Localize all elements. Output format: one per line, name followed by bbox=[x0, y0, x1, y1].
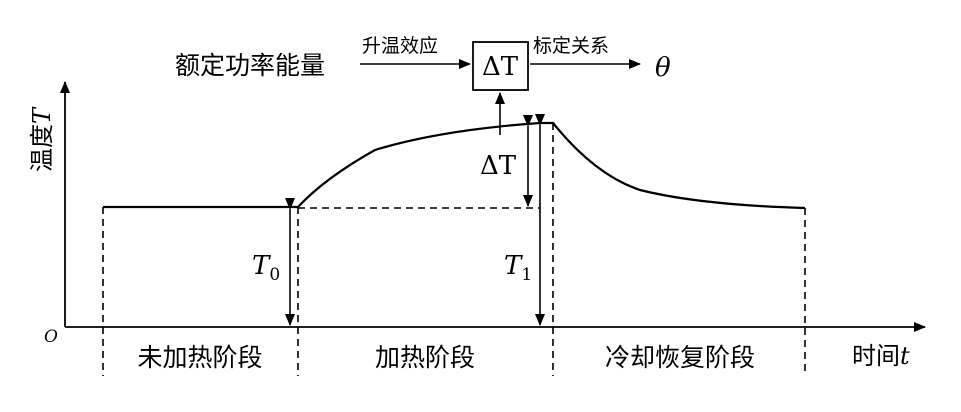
flow-result: θ bbox=[655, 53, 671, 83]
flow-source: 额定功率能量 bbox=[175, 51, 325, 80]
y-axis-label-var: T bbox=[28, 106, 56, 124]
delta-t-label-text: ΔT bbox=[480, 151, 517, 181]
x-axis-label-var: t bbox=[900, 342, 910, 370]
svg-text:温度T: 温度T bbox=[28, 106, 56, 172]
t1-label-sub: 1 bbox=[521, 265, 532, 285]
y-axis-label-text: 温度 bbox=[28, 124, 56, 172]
phase-label-cooling: 冷却恢复阶段 bbox=[605, 343, 755, 372]
t0-label: T0 bbox=[252, 251, 280, 285]
delta-t-box-label: ΔT bbox=[482, 52, 519, 82]
delta-t-box bbox=[472, 41, 529, 91]
x-axis-label: 时间t bbox=[852, 342, 910, 370]
flow-arrow-1-label: 升温效应 bbox=[362, 35, 438, 57]
origin-label: O bbox=[44, 327, 58, 347]
phase-label-heating: 加热阶段 bbox=[375, 343, 475, 372]
phase-label-unheated: 未加热阶段 bbox=[137, 343, 262, 372]
x-axis-label-text: 时间 bbox=[852, 342, 900, 370]
temperature-curve bbox=[103, 121, 806, 210]
t1-label: T1 bbox=[504, 251, 532, 285]
t0-label-sub: 0 bbox=[269, 265, 280, 285]
delta-t-box-text: ΔT bbox=[482, 52, 519, 82]
delta-t-label: ΔT bbox=[480, 151, 517, 181]
t0-label-main: T bbox=[252, 251, 271, 281]
y-axis-label: 温度T bbox=[28, 106, 56, 172]
flow-arrow-2-label: 标定关系 bbox=[533, 35, 609, 57]
t1-label-main: T bbox=[504, 251, 523, 281]
